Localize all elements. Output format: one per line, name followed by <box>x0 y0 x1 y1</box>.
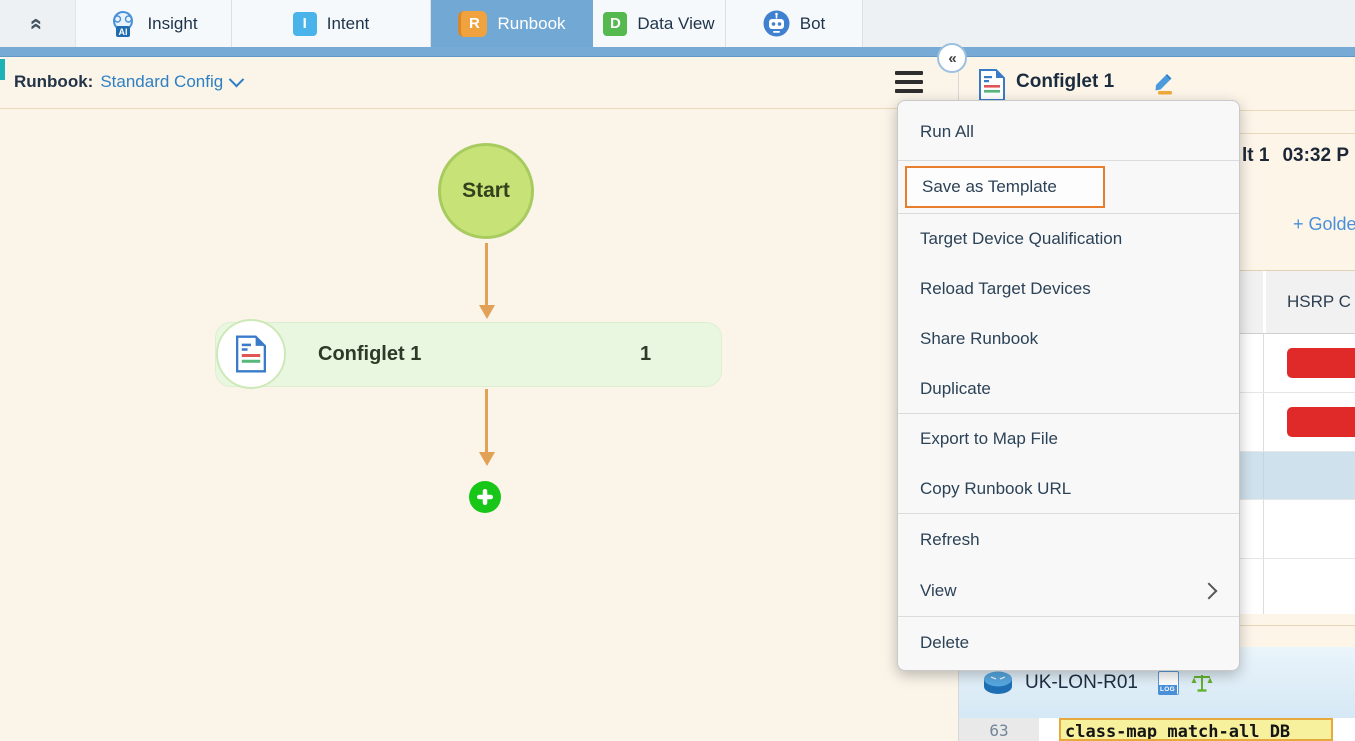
bot-icon <box>763 10 790 37</box>
tabbar-underline <box>0 47 1355 57</box>
tab-intent-label: Intent <box>326 13 370 33</box>
tab-insight-label: Insight <box>147 13 198 33</box>
menu-separator <box>898 160 1239 161</box>
configlet-node-count: 1 <box>640 343 652 365</box>
flow-connector-arrowhead <box>479 452 495 466</box>
runbook-context-menu: Run All Save as Template Target Device Q… <box>897 100 1240 671</box>
menu-item-save-as-template[interactable]: Save as Template <box>898 161 1239 213</box>
log-badge-text: LOG <box>1157 684 1177 695</box>
menu-separator <box>898 413 1239 414</box>
submenu-arrow-icon <box>1200 582 1218 599</box>
code-line-number: 63 <box>959 718 1039 741</box>
golden-config-link[interactable]: + Golde <box>1293 214 1355 234</box>
flow-connector <box>485 243 488 305</box>
tab-data-view[interactable]: D Data View <box>593 0 726 47</box>
menu-separator <box>898 213 1239 214</box>
runbook-menu-button[interactable] <box>895 71 923 93</box>
menu-item-duplicate[interactable]: Duplicate <box>920 378 991 398</box>
result-time-fragment: 03:32 P <box>1282 145 1349 166</box>
flow-start-node: Start <box>438 143 534 239</box>
chevron-down-icon[interactable] <box>228 71 245 87</box>
config-code-row: 63 class-map match-all DB <box>959 718 1355 741</box>
menu-item-share-runbook[interactable]: Share Runbook <box>920 329 1039 348</box>
intent-icon: I <box>292 11 317 36</box>
runbook-icon: R <box>458 10 488 37</box>
runbook-label: Runbook: <box>14 72 94 91</box>
panel-accent-notch <box>0 59 5 80</box>
log-file-icon[interactable]: LOG <box>1157 670 1179 695</box>
tab-insight[interactable]: AI Insight <box>76 0 232 47</box>
collapse-tabbar-button[interactable]: « <box>0 0 76 47</box>
table-header-hsrp: HSRP C <box>1287 292 1351 311</box>
status-bar-red[interactable] <box>1287 348 1355 378</box>
status-bar-red[interactable] <box>1287 407 1355 437</box>
tab-intent[interactable]: I Intent <box>232 0 431 47</box>
flow-connector <box>485 389 488 452</box>
tab-bot[interactable]: Bot <box>726 0 863 47</box>
double-chevron-left-icon: « <box>948 49 956 67</box>
compare-scales-icon[interactable] <box>1191 673 1213 693</box>
highlighted-config-line[interactable]: class-map match-all DB <box>1059 718 1333 741</box>
edit-pencil-icon[interactable] <box>1151 72 1175 100</box>
menu-item-export-to-map-file[interactable]: Export to Map File <box>920 429 1058 448</box>
highlighted-menu-item-box[interactable]: Save as Template <box>905 166 1105 208</box>
runbook-header: Runbook: Standard Config <box>0 56 958 109</box>
tab-data-view-label: Data View <box>637 13 715 33</box>
menu-item-target-device-qualification[interactable]: Target Device Qualification <box>920 229 1123 248</box>
configlet-doc-icon <box>979 69 1005 101</box>
tab-bar: « AI Insight I Intent R Runbook D Data V… <box>0 0 1355 47</box>
start-node-label: Start <box>462 179 510 202</box>
result-panel-title: Configlet 1 <box>1016 71 1115 92</box>
result-panel-header: Configlet 1 <box>959 56 1355 110</box>
data-view-icon: D <box>603 11 628 36</box>
insight-ai-icon: AI <box>113 10 134 37</box>
ai-badge-text: AI <box>119 27 128 37</box>
collapse-right-panel-button[interactable]: « <box>937 43 967 73</box>
result-summary-fragment: lt 1 03:32 P <box>1242 145 1349 167</box>
double-chevron-up-icon: « <box>25 17 51 30</box>
menu-item-refresh[interactable]: Refresh <box>920 529 980 549</box>
menu-item-reload-target-devices[interactable]: Reload Target Devices <box>920 279 1091 298</box>
menu-separator <box>898 513 1239 514</box>
configlet-node[interactable] <box>215 322 722 387</box>
menu-item-view[interactable]: View <box>898 565 1239 616</box>
menu-item-run-all[interactable]: Run All <box>920 121 974 141</box>
add-step-button[interactable] <box>468 480 502 514</box>
router-device-icon <box>983 671 1013 695</box>
tab-bot-label: Bot <box>799 13 826 33</box>
runbook-canvas-panel: Runbook: Standard Config Start Configlet… <box>0 56 958 741</box>
result-text-fragment: lt 1 <box>1242 145 1270 166</box>
configlet-node-label: Configlet 1 <box>318 343 422 365</box>
device-name[interactable]: UK-LON-R01 <box>1025 671 1138 693</box>
tab-runbook[interactable]: R Runbook <box>431 0 593 47</box>
runbook-name-dropdown[interactable]: Standard Config <box>100 72 224 91</box>
menu-item-delete[interactable]: Delete <box>920 632 970 652</box>
configlet-doc-icon <box>236 335 266 373</box>
menu-item-copy-runbook-url[interactable]: Copy Runbook URL <box>920 478 1072 498</box>
tab-runbook-label: Runbook <box>497 13 566 33</box>
flow-connector-arrowhead <box>479 305 495 319</box>
menu-separator <box>898 616 1239 617</box>
plus-icon <box>469 481 501 513</box>
configlet-node-icon-circle <box>216 319 286 389</box>
